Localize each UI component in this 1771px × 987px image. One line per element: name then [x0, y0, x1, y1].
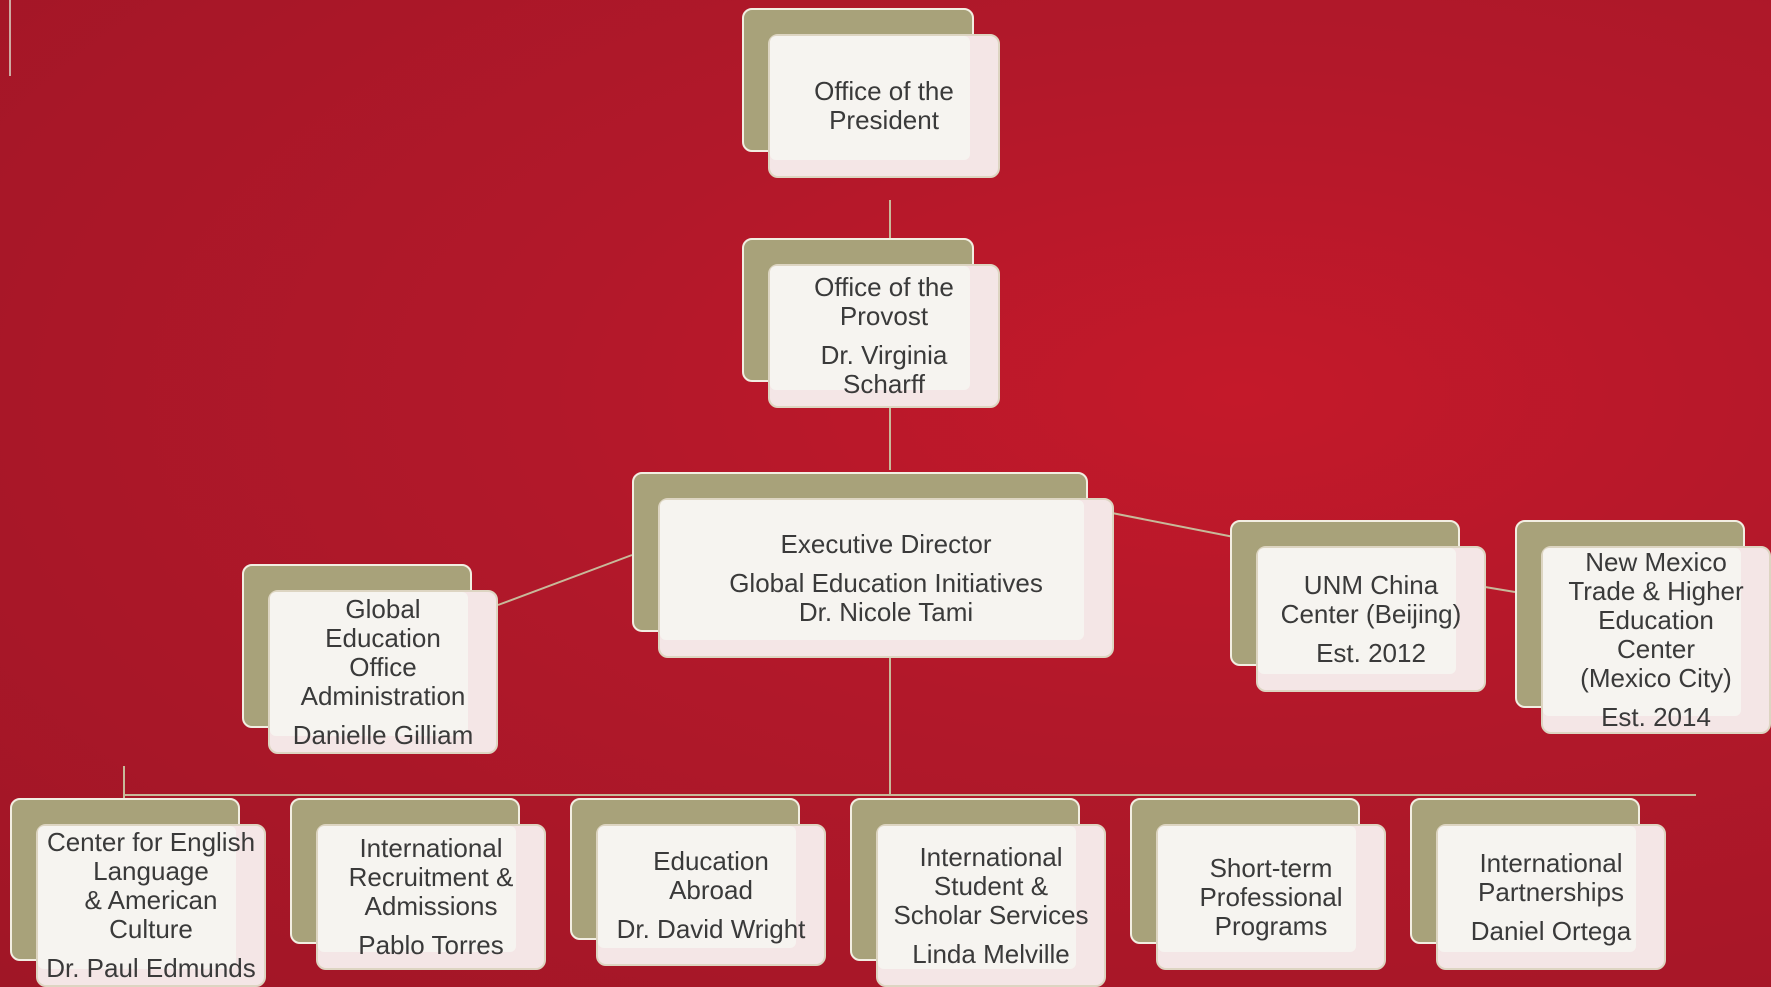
department-head: Dr. David Wright	[616, 913, 806, 944]
department-title: International Student & Scholar Services	[893, 841, 1089, 930]
node-global-office: Global Education Office Administration D…	[242, 564, 498, 754]
global-office-title: Global Education Office Administration	[300, 593, 466, 711]
executive-director-subtitle: Global Education Initiatives Dr. Nicole …	[729, 567, 1043, 627]
node-china-center: UNM China Center (Beijing) Est. 2012	[1230, 520, 1486, 692]
node-education-abroad: Education Abroad Dr. David Wright	[570, 798, 826, 966]
department-title: Short-term Professional Programs	[1199, 852, 1343, 941]
node-executive-director: Executive Director Global Education Init…	[632, 472, 1114, 658]
node-short-term: Short-term Professional Programs	[1130, 798, 1386, 970]
mexico-center-est: Est. 2014	[1601, 702, 1711, 732]
department-head: Linda Melville	[912, 938, 1070, 969]
slide-edge-marker	[9, 0, 11, 76]
mexico-center-title: New Mexico Trade & Higher Education Cent…	[1568, 547, 1744, 693]
china-center-est: Est. 2012	[1316, 637, 1426, 668]
department-title: Education Abroad	[653, 845, 769, 905]
node-center-english: Center for English Language & American C…	[10, 798, 266, 987]
department-head: Daniel Ortega	[1470, 915, 1632, 946]
department-head: Dr. Paul Edmunds	[46, 953, 256, 983]
node-mexico-center: New Mexico Trade & Higher Education Cent…	[1515, 520, 1771, 734]
node-provost: Office of the Provost Dr. Virginia Schar…	[742, 238, 1000, 408]
department-title: International Recruitment & Admissions	[348, 833, 514, 921]
department-title: International Partnerships	[1478, 847, 1624, 907]
node-recruitment: International Recruitment & Admissions P…	[290, 798, 546, 970]
provost-title: Office of the Provost	[814, 272, 954, 331]
department-title: Center for English Language & American C…	[46, 827, 256, 944]
global-office-name: Danielle Gilliam	[292, 719, 474, 750]
executive-director-title: Executive Director	[780, 528, 992, 559]
node-student-scholar: International Student & Scholar Services…	[850, 798, 1106, 987]
president-title: Office of the President	[814, 76, 954, 135]
node-partnerships: International Partnerships Daniel Ortega	[1410, 798, 1666, 970]
provost-name: Dr. Virginia Scharff	[820, 340, 948, 399]
department-head: Pablo Torres	[358, 930, 504, 960]
node-president: Office of the President	[742, 8, 1000, 178]
china-center-title: UNM China Center (Beijing)	[1280, 569, 1462, 629]
